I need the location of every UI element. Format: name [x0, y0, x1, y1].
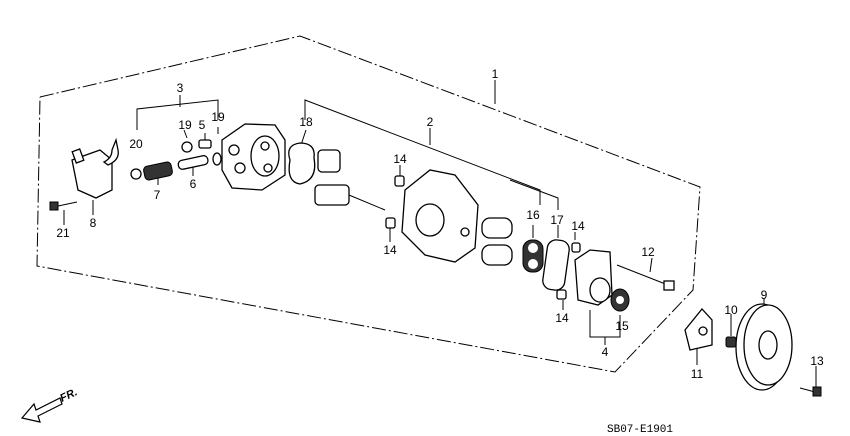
part-12-bolt — [616, 264, 675, 291]
label-14d: 14 — [555, 311, 569, 325]
part-7-spring — [143, 161, 173, 181]
part-14-pin-b — [385, 217, 396, 229]
part-11-bracket — [684, 308, 713, 351]
assembly-outline — [36, 35, 701, 373]
label-19b: 19 — [211, 110, 225, 124]
part-10-nut — [725, 336, 737, 348]
label-14a: 14 — [393, 152, 407, 166]
label-7: 7 — [154, 188, 161, 202]
label-5: 5 — [199, 118, 206, 132]
label-1: 1 — [492, 67, 499, 81]
part-14-pin-c — [571, 242, 581, 253]
label-6: 6 — [190, 177, 197, 191]
part-18-gasket — [288, 142, 316, 185]
part-14-pin-d — [556, 289, 567, 300]
part-8-outlet-housing — [71, 137, 119, 199]
part-14-pin-a — [394, 175, 405, 187]
label-4: 4 — [602, 345, 609, 359]
pump-cover — [221, 123, 286, 191]
part-13-bolt — [799, 386, 822, 397]
part-2-pump-body — [401, 169, 479, 263]
pump-rotor-shaft — [314, 149, 386, 211]
part-4-end-cover — [574, 249, 613, 306]
bushings — [481, 217, 513, 266]
label-13: 13 — [810, 354, 824, 368]
label-9: 9 — [761, 288, 768, 302]
leader-lines — [63, 80, 817, 388]
label-18: 18 — [299, 115, 313, 129]
label-17: 17 — [550, 213, 564, 227]
drawing-code: SB07-E1901 — [607, 424, 673, 436]
front-label: FR. — [58, 386, 79, 404]
part-15-seal — [610, 288, 630, 312]
part-labels: 1 2 3 4 5 6 7 8 9 10 11 12 13 14 14 14 1… — [56, 67, 824, 381]
arrow-icon — [20, 397, 63, 423]
part-6-valve — [177, 155, 209, 170]
part-9-pulley — [735, 303, 793, 391]
label-10: 10 — [724, 303, 738, 317]
part-19-oring-a — [181, 141, 193, 153]
label-21: 21 — [56, 226, 70, 240]
label-11: 11 — [691, 367, 704, 381]
label-16: 16 — [526, 208, 540, 222]
part-21-bolt — [49, 201, 78, 211]
part-17-gasket — [542, 239, 570, 291]
label-8: 8 — [90, 216, 97, 230]
label-14b: 14 — [383, 243, 397, 257]
front-direction-arrow: FR. — [20, 386, 79, 423]
part-5-plug — [198, 139, 212, 149]
label-3: 3 — [177, 81, 184, 95]
label-19a: 19 — [178, 118, 192, 132]
part-20-oring — [130, 168, 142, 180]
part-19-oring-b — [212, 152, 222, 166]
label-14c: 14 — [571, 219, 585, 233]
label-15: 15 — [615, 319, 629, 333]
label-12: 12 — [641, 245, 655, 259]
label-20: 20 — [129, 137, 143, 151]
part-16-seal — [522, 239, 544, 273]
label-2: 2 — [427, 115, 434, 129]
